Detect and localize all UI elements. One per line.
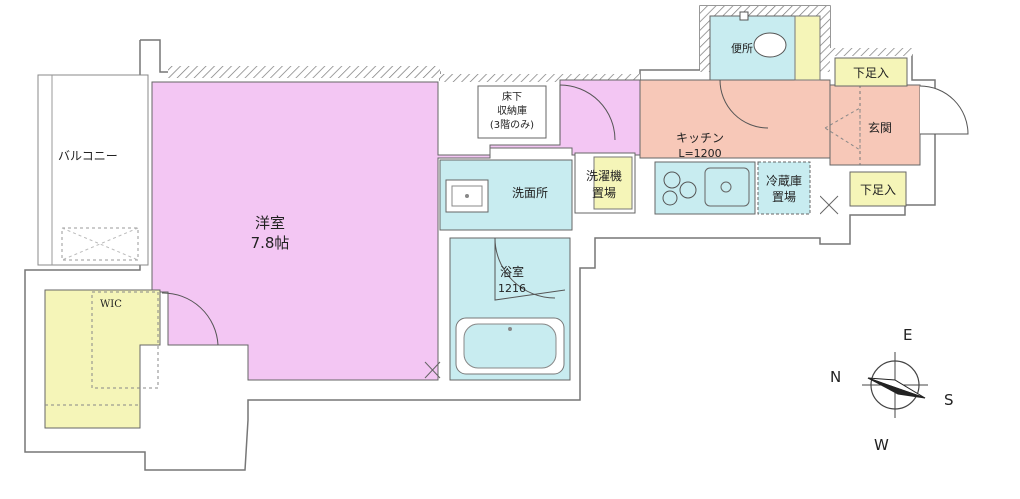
- western-room-label: 洋室: [255, 214, 285, 232]
- compass-s: S: [944, 391, 954, 409]
- western-room-size: 7.8帖: [251, 234, 290, 252]
- washroom: 洗面所: [439, 159, 573, 231]
- toilet-wall-hatch: [700, 6, 830, 16]
- washroom-label: 洗面所: [512, 186, 548, 200]
- top-wall-hatch-2: [440, 74, 640, 82]
- svg-text:収納庫: 収納庫: [497, 104, 527, 117]
- washer-space: 洗濯機 置場: [574, 152, 636, 214]
- western-room: 洋室 7.8帖: [151, 79, 641, 381]
- compass-n: N: [830, 368, 841, 386]
- compass-e: E: [903, 326, 912, 344]
- bathroom-size: 1216: [498, 282, 526, 295]
- top-wall-hatch: [168, 66, 440, 78]
- kitchen-length: L=1200: [678, 147, 721, 160]
- bathroom-label: 浴室: [500, 264, 524, 279]
- entrance-wall-hatch: [830, 48, 912, 56]
- kitchen-label: キッチン: [676, 131, 724, 145]
- compass-w: W: [874, 436, 889, 454]
- kitchen: キッチン L=1200 冷蔵庫 置場: [639, 79, 831, 215]
- entrance-label: 玄関: [868, 120, 892, 135]
- svg-text:床下: 床下: [502, 90, 522, 103]
- svg-text:下足入: 下足入: [860, 183, 896, 197]
- wic: WIC: [44, 289, 219, 429]
- toilet-side-hatch: [700, 6, 710, 72]
- bathroom: 浴室 1216: [449, 237, 571, 381]
- toilet-label: 便所: [731, 42, 753, 55]
- svg-text:下足入: 下足入: [853, 66, 889, 80]
- balcony-label: バルコニー: [58, 149, 118, 163]
- svg-text:冷蔵庫: 冷蔵庫: [766, 174, 802, 188]
- svg-text:置場: 置場: [592, 186, 616, 200]
- hall-door-swing: [559, 84, 616, 141]
- shoe-storage-bottom: 下足入: [849, 171, 907, 207]
- toilet: 便所: [709, 11, 821, 129]
- balcony: バルコニー: [37, 74, 149, 266]
- wic-label: WIC: [100, 299, 122, 310]
- shoe-storage-top: 下足入: [834, 57, 908, 87]
- underfloor-storage: 床下 収納庫 (3階のみ): [477, 85, 547, 139]
- toilet-right-hatch: [820, 6, 830, 72]
- column-mark: [424, 195, 839, 379]
- entrance: 玄関: [824, 84, 969, 166]
- compass: E N S W: [830, 326, 954, 454]
- svg-text:置場: 置場: [772, 190, 796, 204]
- svg-text:(3階のみ): (3階のみ): [490, 119, 534, 131]
- svg-text:洗濯機: 洗濯機: [586, 168, 622, 183]
